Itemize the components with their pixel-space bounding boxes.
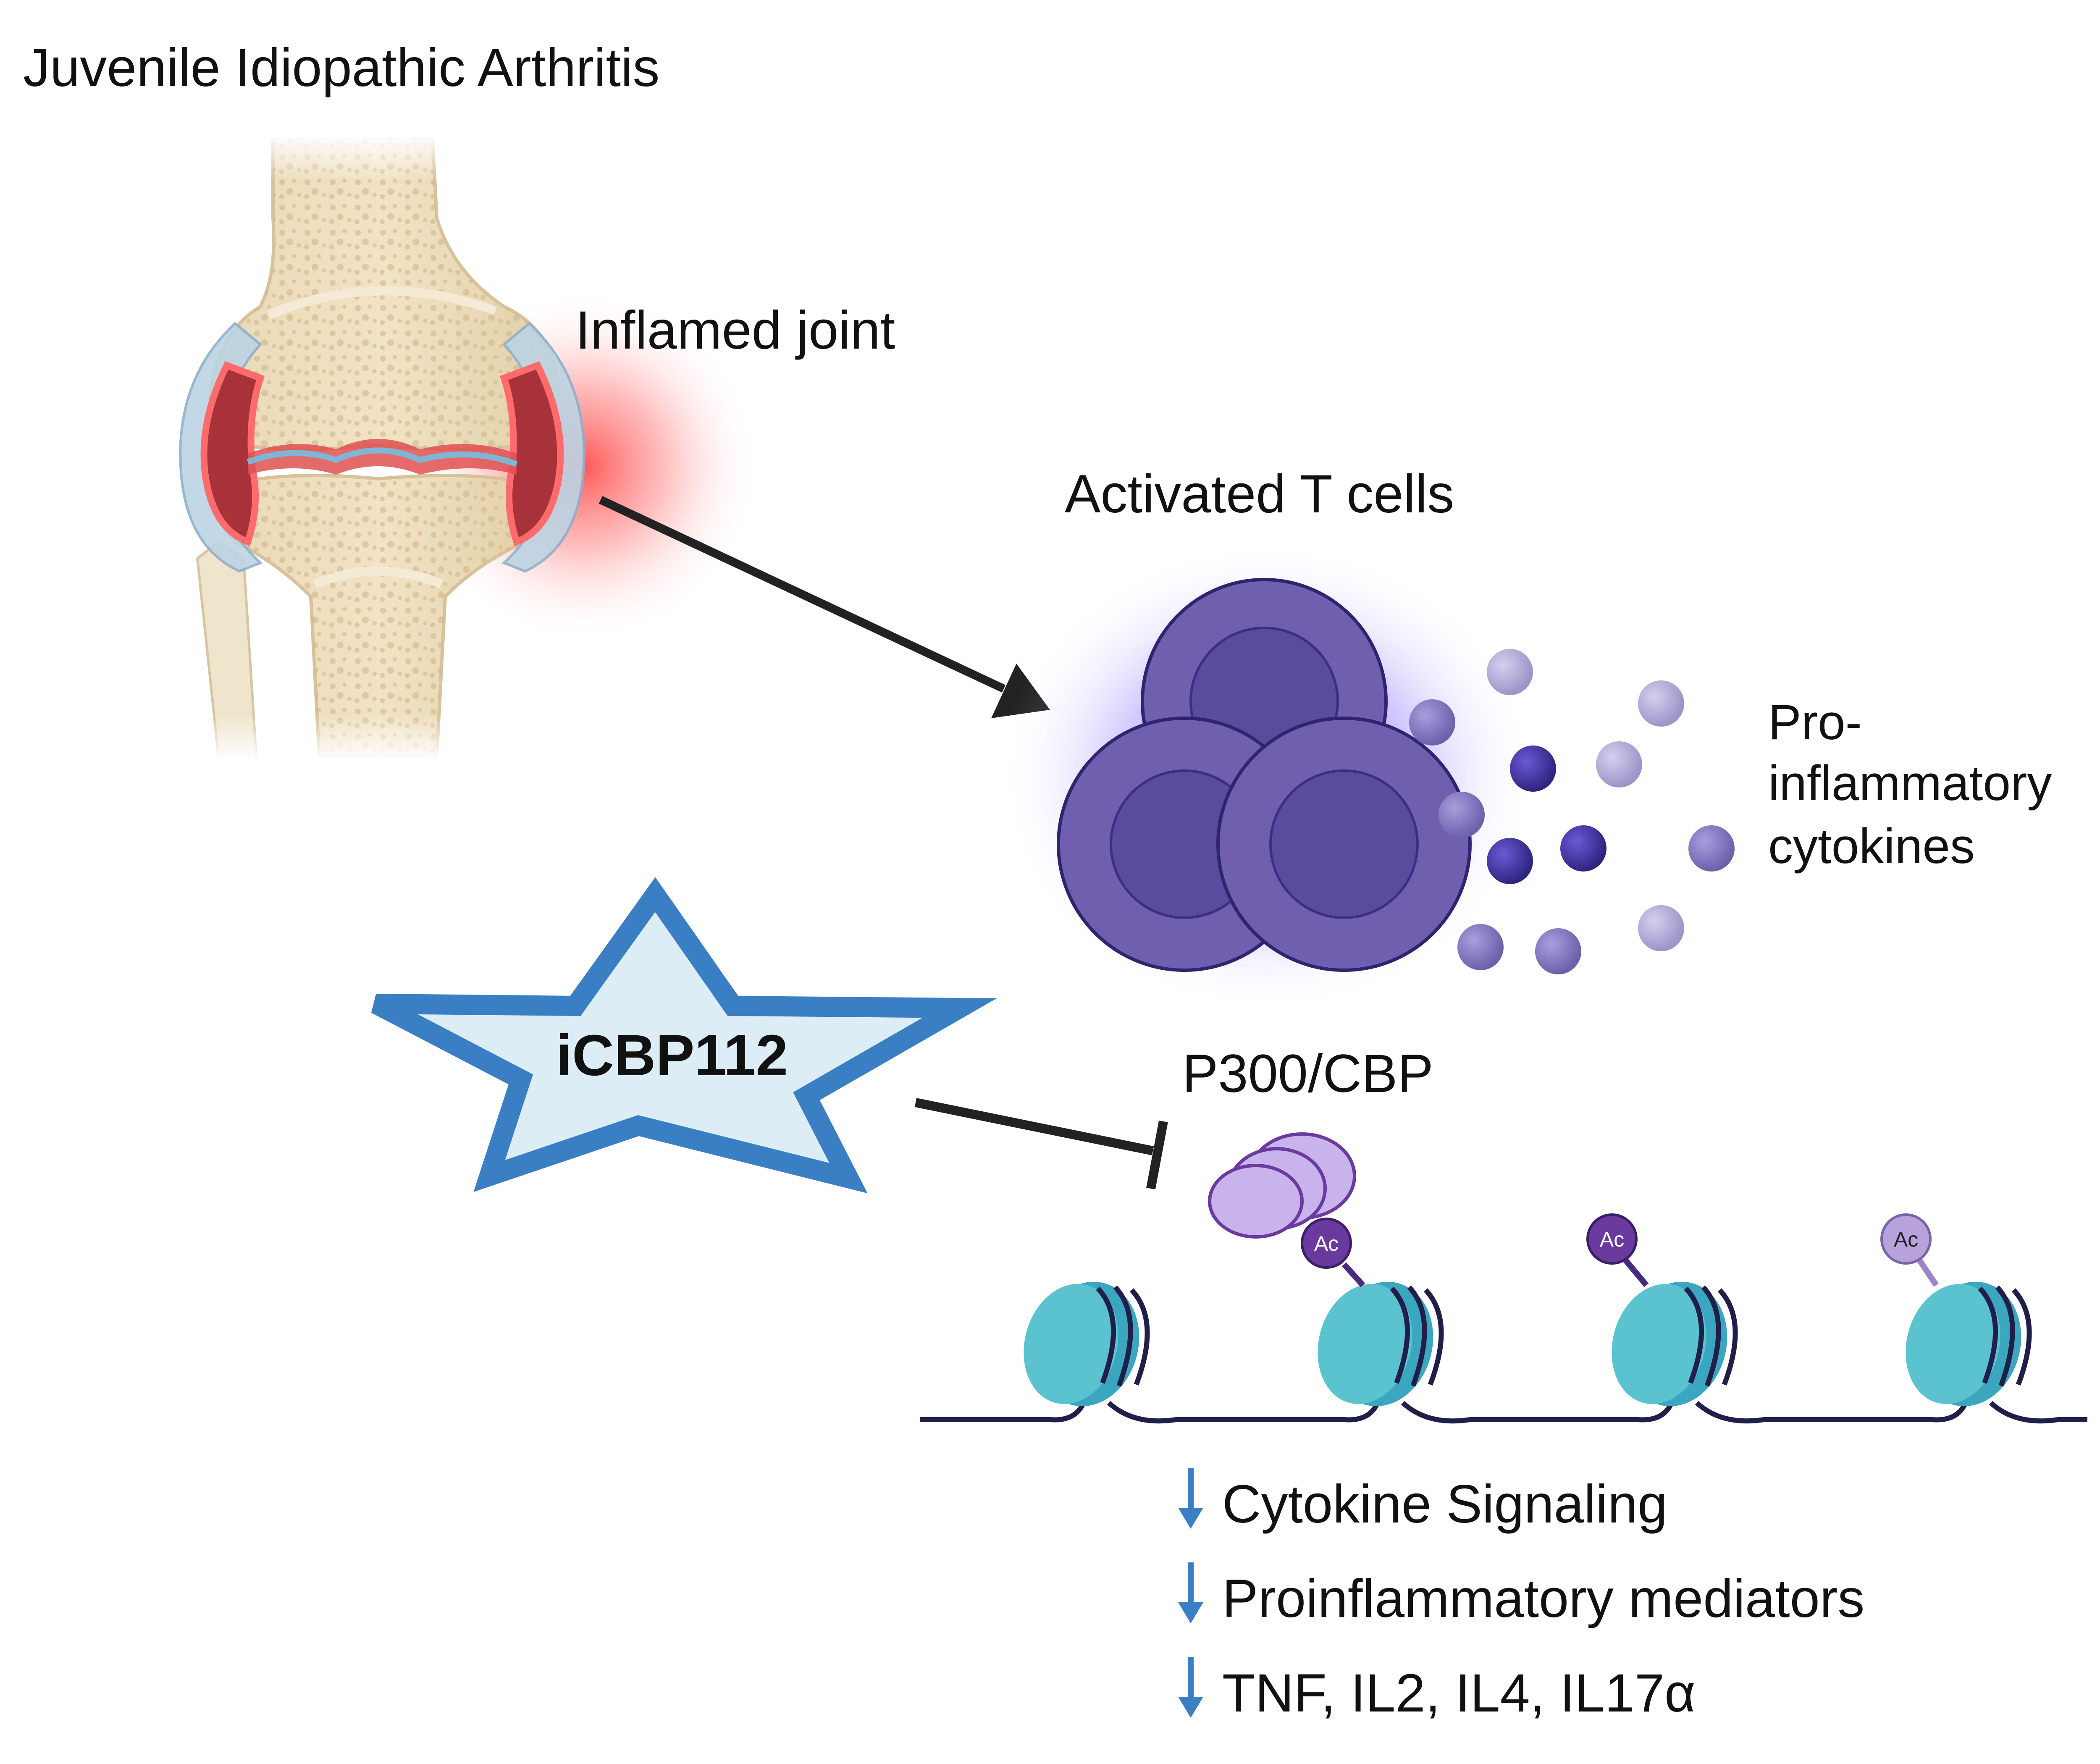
inflamed-synovium-right — [499, 361, 564, 546]
drug-star: iCBP112 — [371, 877, 997, 1194]
p300-cbp-enzyme — [1208, 1132, 1356, 1239]
acetyl-label: Ac — [1894, 1228, 1918, 1251]
cytokine-particle — [1560, 825, 1606, 872]
inflamed-synovium-left — [200, 361, 265, 546]
outcome-text: TNF, IL2, IL4, IL17α — [1222, 1663, 1696, 1723]
cytokine-particle — [1688, 825, 1735, 872]
outcome-text: Proinflammatory mediators — [1222, 1569, 1864, 1629]
tcell-cluster — [1000, 542, 1537, 1012]
knee-joint-illustration — [168, 134, 760, 760]
cytokine-particle — [1638, 905, 1684, 951]
drug-name: iCBP112 — [556, 1023, 788, 1088]
cytokines-label-line3: cytokines — [1768, 819, 1975, 874]
inflamed-joint-label: Inflamed joint — [575, 300, 895, 360]
tcell-right — [1216, 717, 1472, 972]
acetyl-label: Ac — [1600, 1228, 1624, 1251]
cytokine-particle — [1510, 746, 1556, 792]
cytokine-particle — [1438, 792, 1485, 838]
down-arrow-icon — [1178, 1657, 1203, 1718]
dna-strand — [920, 1401, 2087, 1424]
cytokine-particle — [1487, 649, 1533, 695]
cytokine-particle — [1487, 838, 1533, 884]
star-shape — [371, 877, 997, 1194]
outcome-item: TNF, IL2, IL4, IL17α — [1178, 1657, 1696, 1723]
cytokines-label-line1: Pro- — [1768, 695, 1862, 750]
cytokine-particle — [1409, 699, 1455, 746]
down-arrow-icon — [1178, 1468, 1203, 1529]
cytokine-particle — [1535, 928, 1581, 974]
cytokines-label: Pro- inflammatory cytokines — [1768, 695, 2052, 874]
cytokine-particles — [1409, 649, 1735, 974]
acetyl-label: Ac — [1314, 1232, 1339, 1255]
acetyl-mark: Ac — [1586, 1213, 1649, 1287]
nucleosome — [1024, 1281, 1150, 1407]
nucleosome — [1612, 1281, 1738, 1407]
acetyl-mark: Ac — [1301, 1218, 1365, 1287]
inhibition-arrow — [914, 1098, 1168, 1190]
cytokine-particle — [1638, 680, 1684, 727]
joint-space — [248, 439, 517, 475]
diagram-title: Juvenile Idiopathic Arthritis — [23, 38, 659, 98]
cytokines-label-line2: inflammatory — [1768, 756, 2052, 811]
cytokine-particle — [1596, 741, 1642, 788]
nucleosome — [1906, 1281, 2032, 1407]
down-arrow-icon — [1178, 1562, 1203, 1623]
enzyme-label: P300/CBP — [1182, 1044, 1433, 1104]
activated-tcells-label: Activated T cells — [1065, 464, 1454, 524]
outcome-item: Proinflammatory mediators — [1178, 1562, 1864, 1629]
acetyl-mark: Ac — [1880, 1213, 1939, 1287]
outcomes-list: Cytokine Signaling Proinflammatory media… — [1178, 1468, 1864, 1723]
cytokine-particle — [1457, 924, 1504, 970]
outcome-text: Cytokine Signaling — [1222, 1474, 1667, 1534]
outcome-item: Cytokine Signaling — [1178, 1468, 1667, 1534]
nucleosome — [1318, 1281, 1444, 1407]
